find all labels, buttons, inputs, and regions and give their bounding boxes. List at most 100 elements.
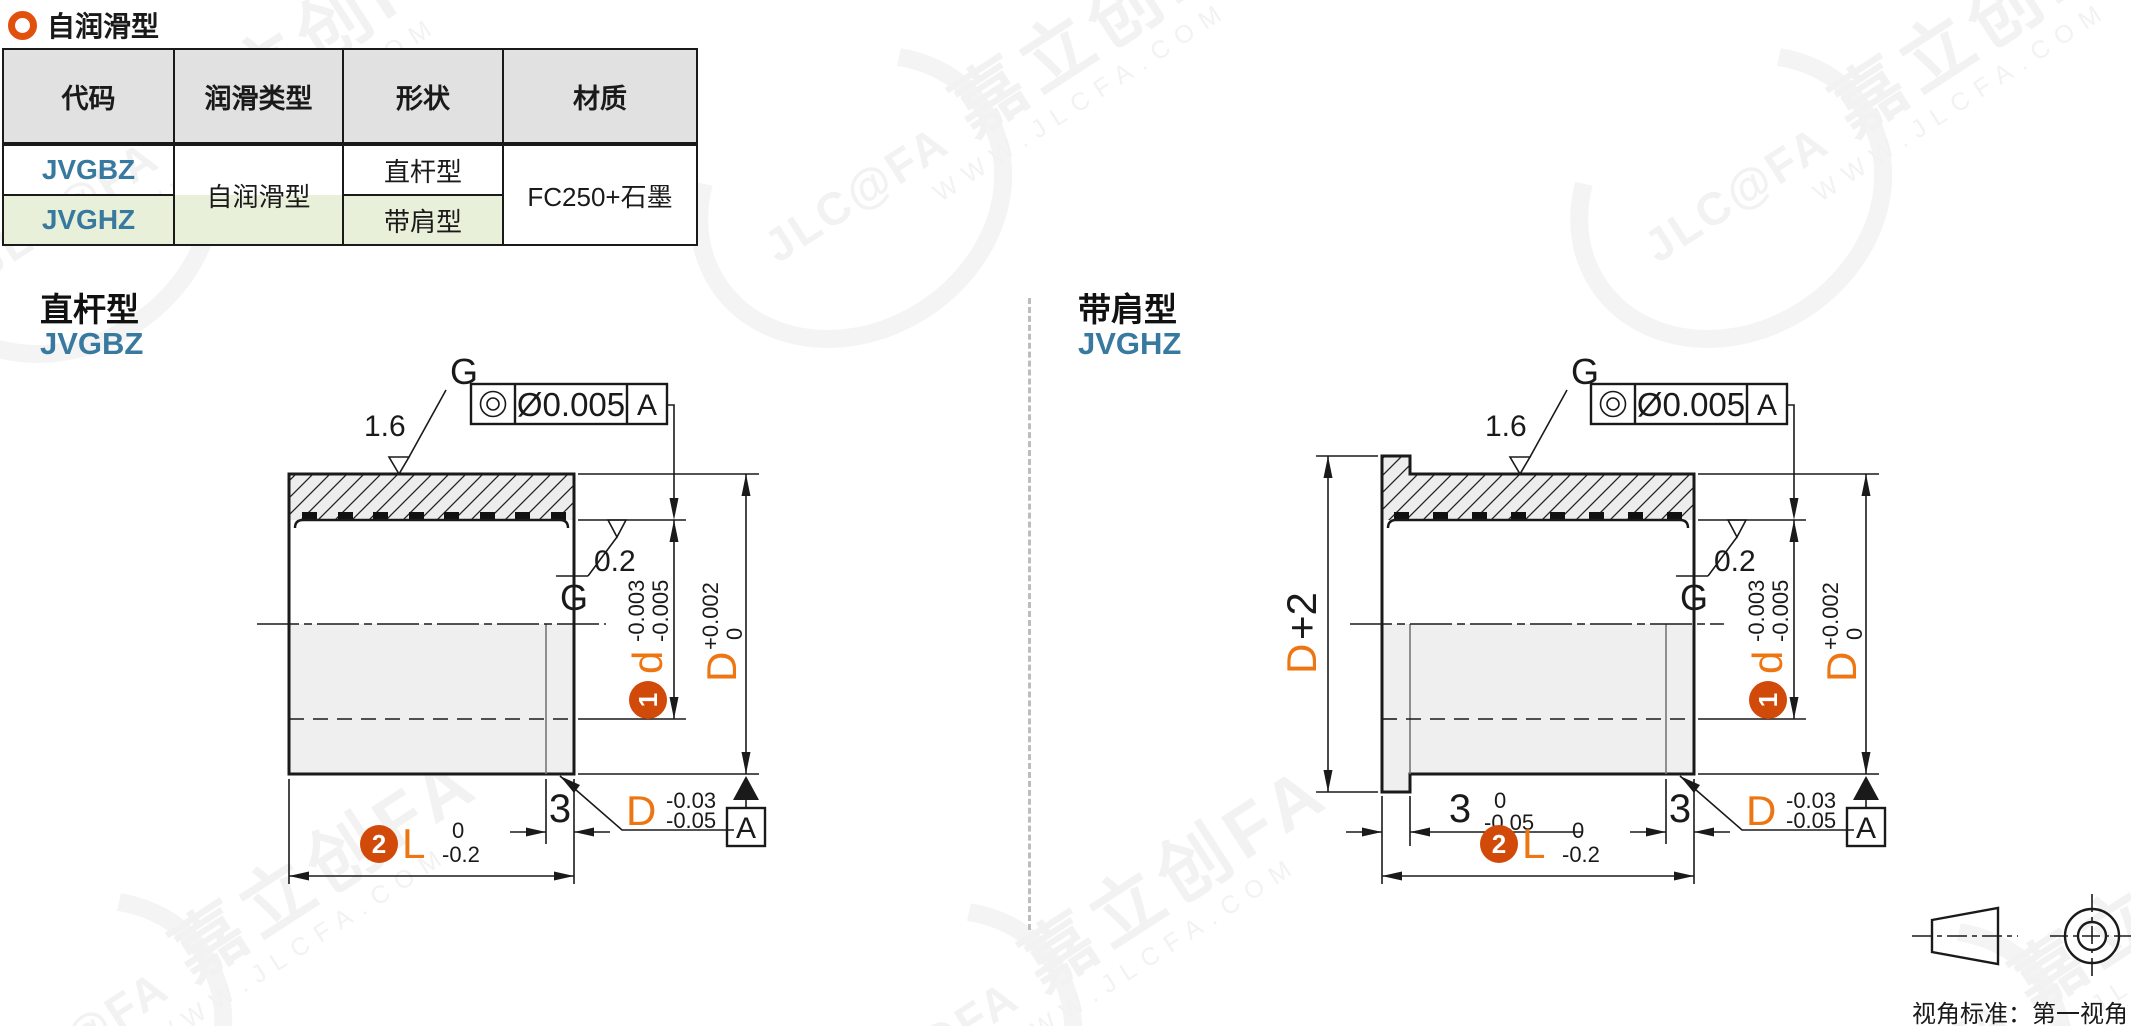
section-header: 自润滑型 xyxy=(8,5,159,45)
svg-text:2: 2 xyxy=(372,829,386,859)
svg-text:G: G xyxy=(1680,577,1708,618)
svg-text:0: 0 xyxy=(452,818,464,843)
table-row: JVGHZ 带肩型 xyxy=(2,194,697,246)
item-1-badge xyxy=(1749,681,1787,719)
item-2-badge xyxy=(1480,825,1518,863)
svg-text:1: 1 xyxy=(633,693,663,707)
svg-text:D: D xyxy=(1278,644,1325,674)
spec-table: 代码 润滑类型 形状 材质 JVGBZ 自润滑型 直杆型 FC250+石墨 JV… xyxy=(2,48,698,246)
svg-text:1: 1 xyxy=(1753,693,1783,707)
svg-text:1.6: 1.6 xyxy=(364,410,406,443)
col-header-lube-type: 润滑类型 xyxy=(173,48,344,146)
svg-text:+2: +2 xyxy=(1278,592,1325,640)
svg-text:D: D xyxy=(1746,787,1776,834)
first-angle-projection-icon xyxy=(1912,894,2131,978)
bore-diameter-label: 1 d -0.003 -0.005 xyxy=(624,580,673,719)
shape-cell-straight: 直杆型 xyxy=(342,143,504,196)
svg-text:0: 0 xyxy=(1494,788,1506,813)
svg-text:-0.2: -0.2 xyxy=(442,842,480,867)
svg-text:A: A xyxy=(1757,389,1777,422)
svg-text:2: 2 xyxy=(1492,829,1506,859)
end-width-dim: 3 xyxy=(1630,779,1730,884)
svg-text:d: d xyxy=(1744,651,1791,674)
projection-standard-note: 视角标准：第一视角 xyxy=(1912,1001,2128,1026)
surface-finish-bore: G 0.2 xyxy=(556,519,636,618)
svg-text:-0.05: -0.05 xyxy=(1786,808,1836,833)
od-label: D +0.002 0 xyxy=(1818,582,1867,682)
col-header-code: 代码 xyxy=(2,48,175,146)
length-dim: 2 L 0 -0.2 xyxy=(288,779,574,884)
od-label: D +0.002 0 xyxy=(698,582,747,682)
svg-text:G: G xyxy=(1571,351,1599,392)
od-end-dim: D -0.03 -0.05 xyxy=(559,775,734,834)
svg-text:0: 0 xyxy=(1842,628,1867,640)
concentricity-icon xyxy=(479,390,507,418)
item-1-badge xyxy=(629,681,667,719)
svg-text:Ø0.005: Ø0.005 xyxy=(517,386,625,423)
svg-text:L: L xyxy=(1522,820,1545,867)
svg-text:G: G xyxy=(450,351,478,392)
svg-text:L: L xyxy=(402,820,425,867)
concentricity-tolerance-frame: Ø0.005 A xyxy=(1589,382,1799,520)
right-view-code: JVGHZ xyxy=(1078,326,1182,361)
dimension-lines xyxy=(578,473,759,775)
item-2-badge xyxy=(360,825,398,863)
flange-od-dim: D +2 xyxy=(1278,455,1378,793)
svg-text:A: A xyxy=(637,389,657,422)
svg-text:-0.005: -0.005 xyxy=(648,580,673,642)
length-dim: 2 L 0 -0.2 xyxy=(1382,818,1694,881)
code-cell-jvgbz: JVGBZ xyxy=(2,143,175,196)
svg-text:d: d xyxy=(624,651,671,674)
right-view-title: 带肩型 xyxy=(1078,291,1177,328)
svg-text:3: 3 xyxy=(1449,787,1471,831)
table-header-row: 代码 润滑类型 形状 材质 xyxy=(2,48,698,146)
end-width-dim: 3 xyxy=(510,779,610,884)
table-row: JVGBZ 自润滑型 直杆型 FC250+石墨 xyxy=(2,143,698,246)
svg-text:G: G xyxy=(560,577,588,618)
lube-type-cell: 自润滑型 xyxy=(173,143,344,246)
bushing-section-shouldered xyxy=(1350,454,1724,794)
svg-text:-0.05: -0.05 xyxy=(666,808,716,833)
svg-text:0: 0 xyxy=(722,628,747,640)
svg-text:Ø0.005: Ø0.005 xyxy=(1637,386,1745,423)
svg-text:A: A xyxy=(1856,812,1876,845)
svg-text:+0.002: +0.002 xyxy=(1818,582,1843,650)
svg-text:-0.003: -0.003 xyxy=(1744,580,1769,642)
svg-text:0.2: 0.2 xyxy=(1714,545,1756,578)
svg-text:3: 3 xyxy=(549,787,571,831)
concentricity-tolerance-frame: Ø0.005 A xyxy=(469,382,679,520)
svg-text:D: D xyxy=(1818,652,1865,682)
svg-text:A: A xyxy=(736,812,756,845)
datum-a: A xyxy=(1845,776,1887,848)
code-cell-jvghz: JVGHZ xyxy=(2,194,175,246)
svg-text:-0.03: -0.03 xyxy=(666,788,716,813)
od-end-dim: D -0.03 -0.05 xyxy=(1679,775,1854,834)
surface-finish-top: G 1.6 xyxy=(1485,351,1599,476)
concentricity-icon xyxy=(1599,390,1627,418)
svg-text:-0.003: -0.003 xyxy=(624,580,649,642)
bushing-section-straight xyxy=(257,472,606,776)
dimension-lines xyxy=(1698,473,1879,775)
material-cell: FC250+石墨 xyxy=(502,143,698,246)
svg-text:D: D xyxy=(698,652,745,682)
bore-diameter-label: 1 d -0.003 -0.005 xyxy=(1744,580,1793,719)
svg-text:1.6: 1.6 xyxy=(1485,410,1527,443)
svg-text:-0.03: -0.03 xyxy=(1786,788,1836,813)
left-view-code: JVGBZ xyxy=(40,326,144,361)
section-bullet-icon xyxy=(8,10,37,40)
surface-finish-top: G 1.6 xyxy=(364,351,478,476)
datum-a: A xyxy=(725,776,767,848)
col-header-material: 材质 xyxy=(502,48,698,146)
left-view-title: 直杆型 xyxy=(40,291,139,328)
col-header-shape: 形状 xyxy=(342,48,504,146)
svg-text:D: D xyxy=(626,787,656,834)
surface-finish-bore: G 0.2 xyxy=(1676,519,1756,618)
shape-cell-shouldered: 带肩型 xyxy=(342,194,504,246)
section-divider xyxy=(1028,298,1031,930)
drawing-shouldered-type: D +2 G 1.6 Ø0.005 A xyxy=(1278,351,1887,884)
svg-text:-0.2: -0.2 xyxy=(1562,842,1600,867)
svg-text:0: 0 xyxy=(1572,818,1584,843)
